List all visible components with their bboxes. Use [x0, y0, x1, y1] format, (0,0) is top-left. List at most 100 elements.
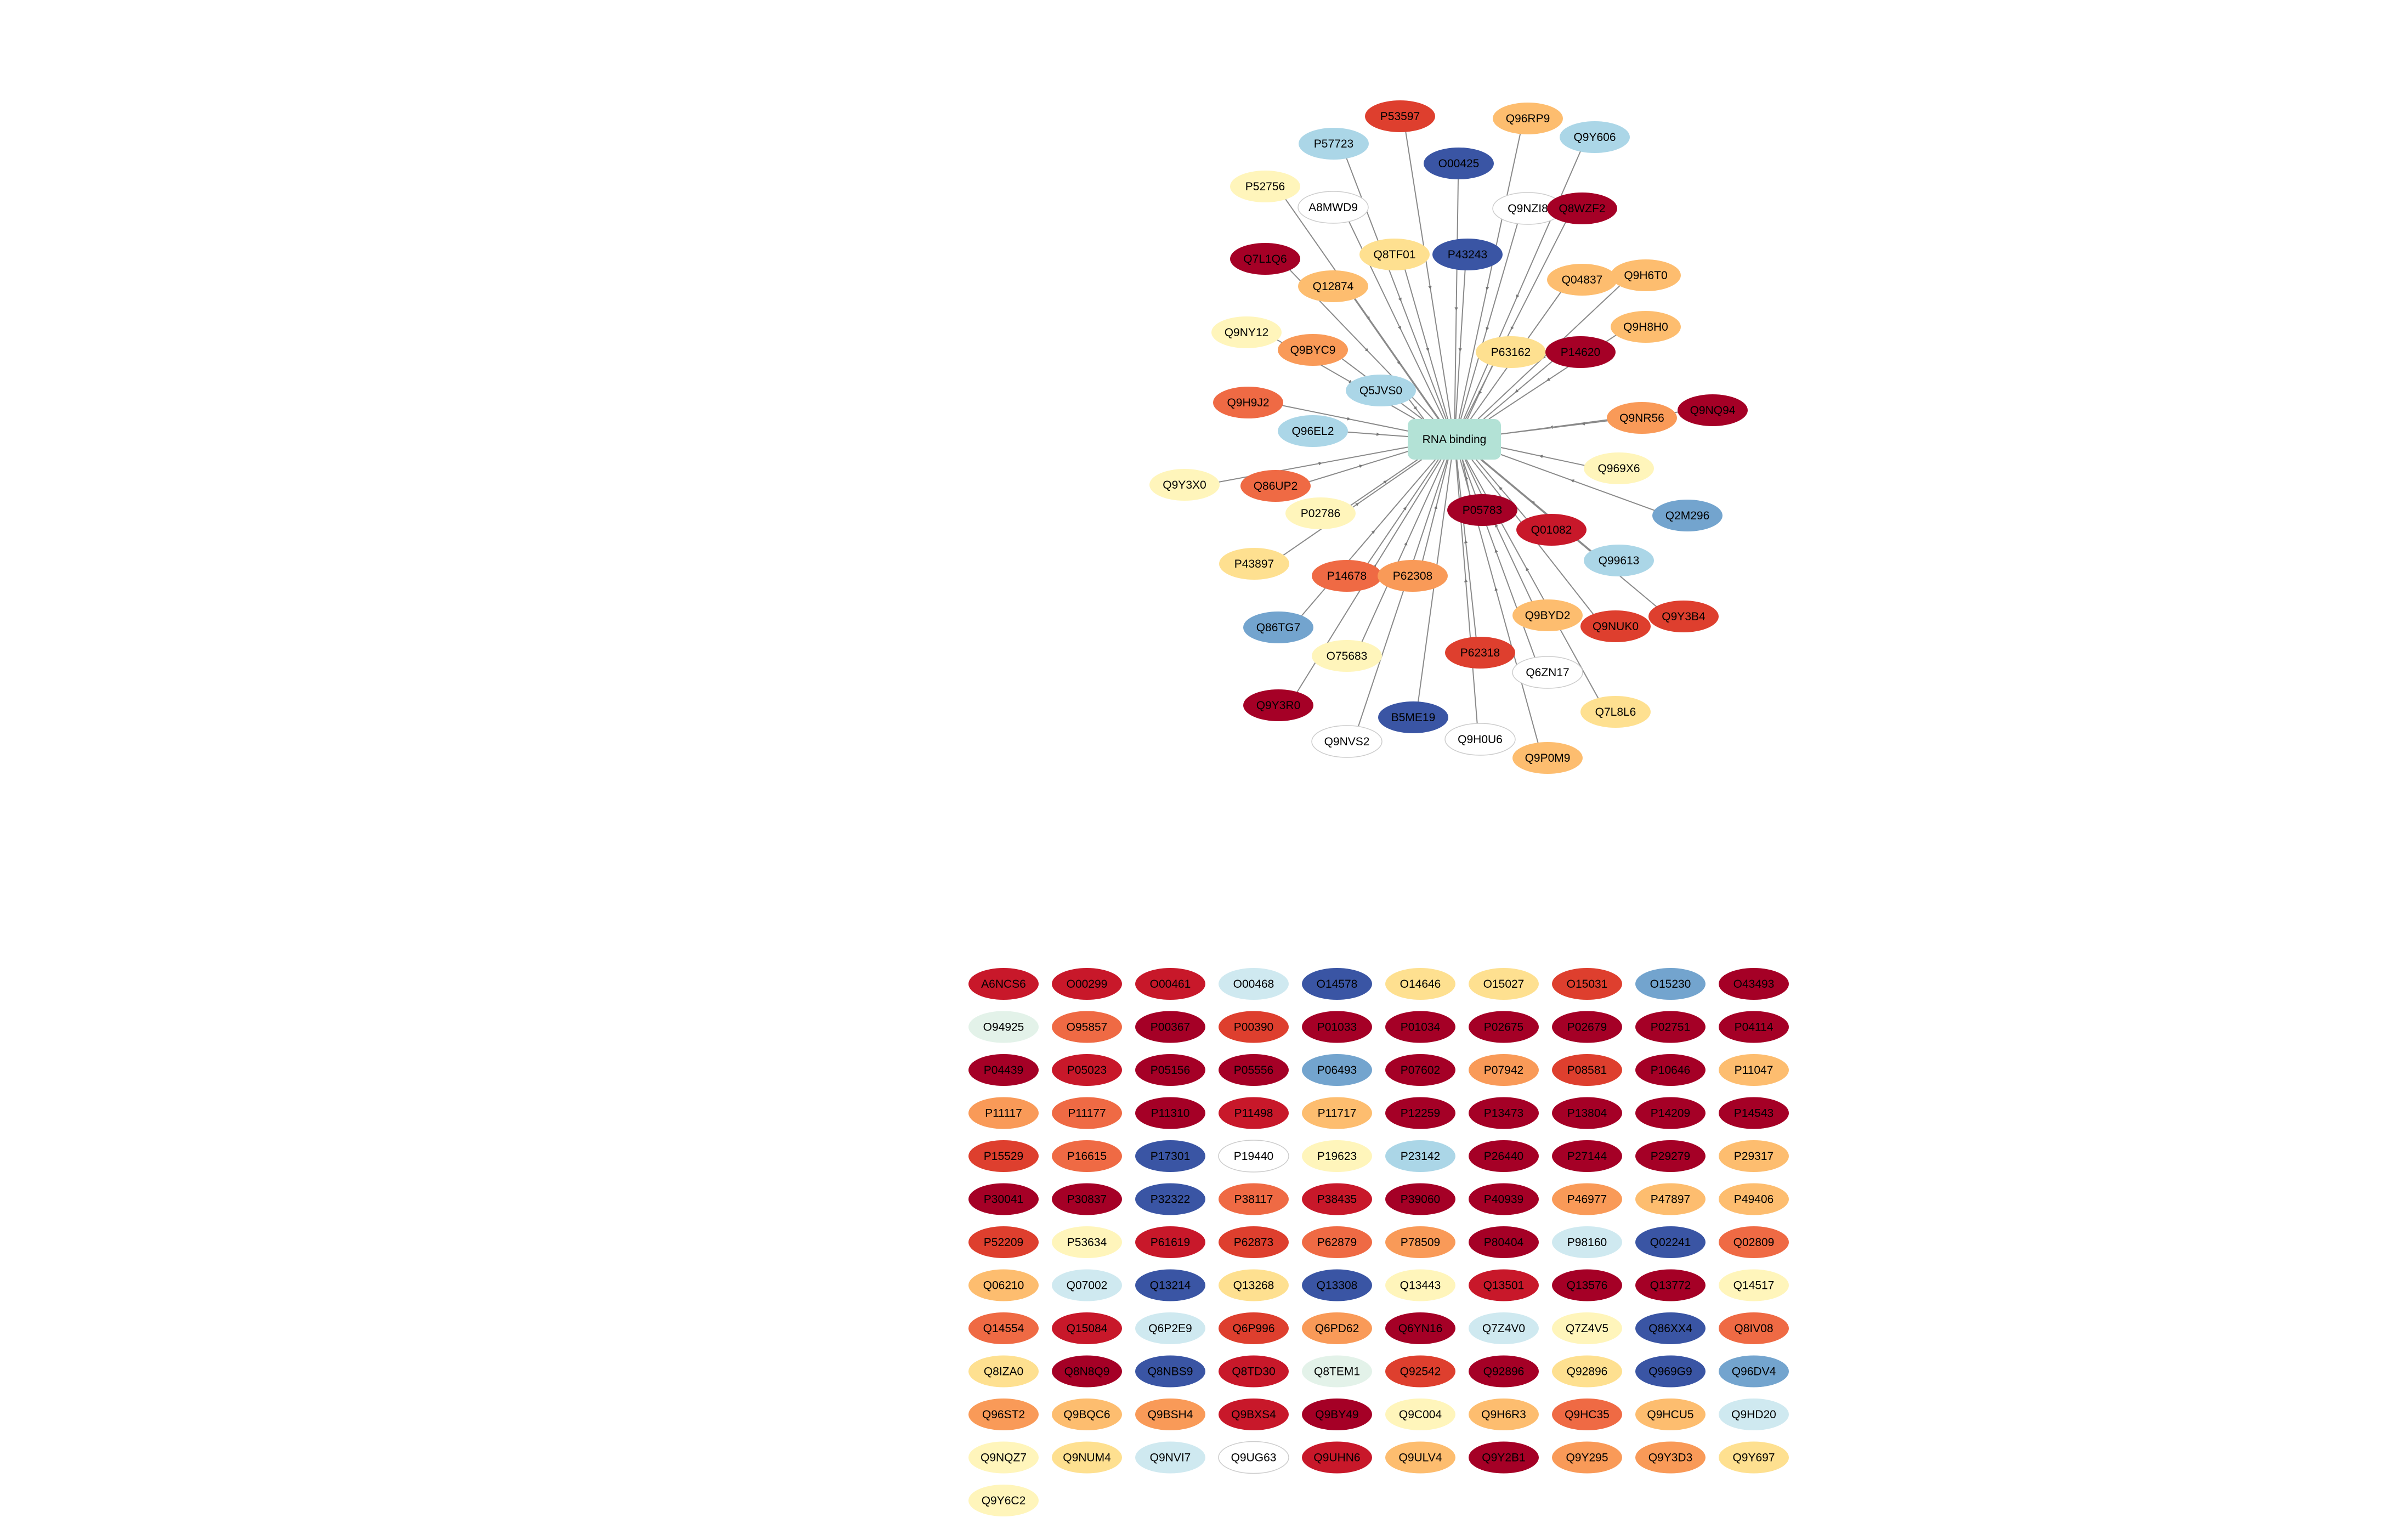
grid-node-p10646[interactable]: P10646: [1635, 1054, 1706, 1086]
grid-node-o14578[interactable]: O14578: [1302, 968, 1372, 1000]
grid-node-p17301[interactable]: P17301: [1135, 1140, 1205, 1172]
grid-node-q8nbs9[interactable]: Q8NBS9: [1135, 1355, 1205, 1388]
grid-node-p01034[interactable]: P01034: [1385, 1011, 1455, 1043]
grid-node-p52209[interactable]: P52209: [968, 1226, 1039, 1258]
node-q5jvs0[interactable]: Q5JVS0: [1346, 375, 1416, 406]
grid-node-q9y2b1[interactable]: Q9Y2B1: [1469, 1441, 1539, 1474]
node-b5me19[interactable]: B5ME19: [1378, 701, 1448, 733]
grid-node-o00461[interactable]: O00461: [1135, 968, 1205, 1000]
grid-node-q9uhn6[interactable]: Q9UHN6: [1302, 1441, 1372, 1474]
grid-node-q9by49[interactable]: Q9BY49: [1302, 1399, 1372, 1430]
grid-node-p61619[interactable]: P61619: [1135, 1226, 1205, 1258]
grid-node-q9y697[interactable]: Q9Y697: [1719, 1441, 1789, 1474]
grid-node-p05556[interactable]: P05556: [1219, 1054, 1289, 1086]
grid-node-p02675[interactable]: P02675: [1469, 1011, 1539, 1043]
node-q9p0m9[interactable]: Q9P0M9: [1512, 742, 1583, 774]
grid-node-p62879[interactable]: P62879: [1302, 1226, 1372, 1258]
node-q9y3r0[interactable]: Q9Y3R0: [1243, 689, 1313, 721]
grid-node-p38117[interactable]: P38117: [1219, 1183, 1289, 1215]
grid-node-p11310[interactable]: P11310: [1135, 1097, 1205, 1129]
grid-node-q86xx4[interactable]: Q86XX4: [1635, 1312, 1706, 1344]
node-o75683[interactable]: O75683: [1312, 640, 1382, 672]
grid-node-o15027[interactable]: O15027: [1469, 968, 1539, 1000]
node-q9ny12[interactable]: Q9NY12: [1211, 316, 1282, 348]
grid-node-p98160[interactable]: P98160: [1552, 1226, 1622, 1258]
grid-node-p08581[interactable]: P08581: [1552, 1054, 1622, 1086]
grid-node-p27144[interactable]: P27144: [1552, 1140, 1622, 1172]
grid-node-p80404[interactable]: P80404: [1469, 1226, 1539, 1258]
grid-node-p19623[interactable]: P19623: [1302, 1140, 1372, 1172]
node-p63162[interactable]: P63162: [1476, 336, 1546, 368]
grid-node-q6pd62[interactable]: Q6PD62: [1302, 1312, 1372, 1344]
grid-node-q8td30[interactable]: Q8TD30: [1219, 1355, 1289, 1388]
grid-node-p15529[interactable]: P15529: [968, 1140, 1039, 1172]
node-q96rp9[interactable]: Q96RP9: [1493, 103, 1563, 134]
grid-node-q9y6c2[interactable]: Q9Y6C2: [968, 1485, 1039, 1516]
grid-node-p11177[interactable]: P11177: [1052, 1097, 1122, 1129]
node-q99613[interactable]: Q99613: [1584, 545, 1654, 576]
grid-node-q92896[interactable]: Q92896: [1552, 1355, 1622, 1388]
grid-node-a6ncs6[interactable]: A6NCS6: [968, 968, 1039, 1000]
grid-node-p46977[interactable]: P46977: [1552, 1183, 1622, 1215]
grid-node-q06210[interactable]: Q06210: [968, 1269, 1039, 1301]
grid-node-q13576[interactable]: Q13576: [1552, 1269, 1622, 1301]
grid-node-q14517[interactable]: Q14517: [1719, 1269, 1789, 1301]
grid-node-q13443[interactable]: Q13443: [1385, 1269, 1455, 1301]
grid-node-p14543[interactable]: P14543: [1719, 1097, 1789, 1129]
node-q9nvs2[interactable]: Q9NVS2: [1311, 725, 1383, 758]
grid-node-p62873[interactable]: P62873: [1219, 1226, 1289, 1258]
node-q9y3b4[interactable]: Q9Y3B4: [1648, 601, 1719, 632]
node-p05783[interactable]: P05783: [1447, 494, 1517, 526]
node-q8wzf2[interactable]: Q8WZF2: [1547, 192, 1617, 224]
grid-node-q7z4v0[interactable]: Q7Z4V0: [1469, 1312, 1539, 1344]
grid-node-p11117[interactable]: P11117: [968, 1097, 1039, 1129]
grid-node-q6p996[interactable]: Q6P996: [1219, 1312, 1289, 1344]
grid-node-p78509[interactable]: P78509: [1385, 1226, 1455, 1258]
grid-node-q13772[interactable]: Q13772: [1635, 1269, 1706, 1301]
grid-node-q92542[interactable]: Q92542: [1385, 1355, 1455, 1388]
grid-node-q9bxs4[interactable]: Q9BXS4: [1219, 1399, 1289, 1430]
grid-node-q13308[interactable]: Q13308: [1302, 1269, 1372, 1301]
grid-node-p12259[interactable]: P12259: [1385, 1097, 1455, 1129]
node-q6zn17[interactable]: Q6ZN17: [1512, 656, 1583, 689]
grid-node-p53634[interactable]: P53634: [1052, 1226, 1122, 1258]
grid-node-o94925[interactable]: O94925: [968, 1011, 1039, 1043]
grid-node-p23142[interactable]: P23142: [1385, 1140, 1455, 1172]
grid-node-q8tem1[interactable]: Q8TEM1: [1302, 1355, 1372, 1388]
node-q9nr56[interactable]: Q9NR56: [1607, 402, 1677, 434]
node-q7l8l6[interactable]: Q7L8L6: [1580, 696, 1651, 728]
grid-node-p26440[interactable]: P26440: [1469, 1140, 1539, 1172]
grid-node-q13501[interactable]: Q13501: [1469, 1269, 1539, 1301]
grid-node-q8iza0[interactable]: Q8IZA0: [968, 1355, 1039, 1388]
grid-node-q9hc35[interactable]: Q9HC35: [1552, 1399, 1622, 1430]
grid-node-p39060[interactable]: P39060: [1385, 1183, 1455, 1215]
grid-node-q9nvi7[interactable]: Q9NVI7: [1135, 1441, 1205, 1474]
grid-node-p13473[interactable]: P13473: [1469, 1097, 1539, 1129]
grid-node-q92896[interactable]: Q92896: [1469, 1355, 1539, 1388]
grid-node-p11498[interactable]: P11498: [1219, 1097, 1289, 1129]
hub-node[interactable]: RNA binding: [1408, 419, 1501, 460]
grid-node-q15084[interactable]: Q15084: [1052, 1312, 1122, 1344]
grid-node-q96st2[interactable]: Q96ST2: [968, 1399, 1039, 1430]
grid-node-q07002[interactable]: Q07002: [1052, 1269, 1122, 1301]
grid-node-q9h6r3[interactable]: Q9H6R3: [1469, 1399, 1539, 1430]
grid-node-o00299[interactable]: O00299: [1052, 968, 1122, 1000]
grid-node-q02241[interactable]: Q02241: [1635, 1226, 1706, 1258]
node-p52756[interactable]: P52756: [1230, 171, 1300, 202]
grid-node-p00390[interactable]: P00390: [1219, 1011, 1289, 1043]
grid-node-p29317[interactable]: P29317: [1719, 1140, 1789, 1172]
grid-node-o43493[interactable]: O43493: [1719, 968, 1789, 1000]
grid-node-o95857[interactable]: O95857: [1052, 1011, 1122, 1043]
grid-node-p19440[interactable]: P19440: [1218, 1140, 1289, 1173]
grid-node-q9ug63[interactable]: Q9UG63: [1218, 1441, 1289, 1474]
grid-node-p07602[interactable]: P07602: [1385, 1054, 1455, 1086]
node-q01082[interactable]: Q01082: [1516, 514, 1587, 546]
grid-node-o15031[interactable]: O15031: [1552, 968, 1622, 1000]
node-q9nuk0[interactable]: Q9NUK0: [1580, 610, 1651, 642]
grid-node-p02679[interactable]: P02679: [1552, 1011, 1622, 1043]
node-q9h9j2[interactable]: Q9H9J2: [1213, 387, 1283, 418]
grid-node-q02809[interactable]: Q02809: [1719, 1226, 1789, 1258]
grid-node-q9bsh4[interactable]: Q9BSH4: [1135, 1399, 1205, 1430]
node-q8tf01[interactable]: Q8TF01: [1359, 239, 1430, 270]
grid-node-p00367[interactable]: P00367: [1135, 1011, 1205, 1043]
